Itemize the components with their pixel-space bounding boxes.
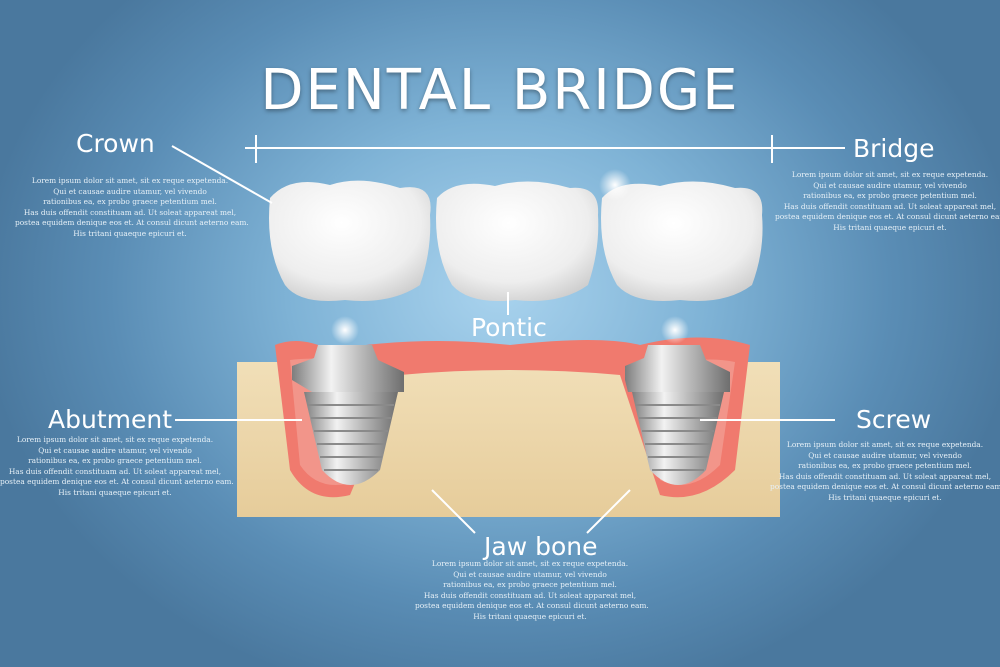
description-line: Qui et causae audire utamur, vel vivendo [53, 186, 207, 196]
crown-right [601, 181, 763, 301]
description-line: postea equidem denique eos et. At consul… [415, 601, 649, 611]
description-line: Has duis offendit constituam ad. Ut sole… [23, 207, 237, 217]
label-crown: Crown [76, 129, 155, 158]
description-line: rationibus ea, ex probo graece petentium… [798, 461, 972, 471]
label-bridge: Bridge [853, 134, 935, 163]
page-title: DENTAL BRIDGE [260, 58, 740, 123]
description-line: Has duis offendit constituam ad. Ut sole… [8, 466, 222, 476]
description-line: Lorem ipsum dolor sit amet, sit ex reque… [16, 435, 214, 444]
bridge-crowns [269, 180, 763, 301]
sparkle [661, 316, 689, 344]
description-line: Lorem ipsum dolor sit amet, sit ex reque… [431, 559, 629, 568]
crown-pontic [436, 181, 599, 301]
description-line: Qui et causae audire utamur, vel vivendo [813, 180, 967, 190]
description-line: Has duis offendit constituam ad. Ut sole… [783, 201, 997, 211]
description-line: His tritani quaeque epicuri et. [73, 228, 187, 238]
sparkle [599, 169, 631, 201]
description-line: Lorem ipsum dolor sit amet, sit ex reque… [786, 440, 984, 449]
description-line: rationibus ea, ex probo graece petentium… [43, 197, 217, 207]
implant-left [292, 345, 404, 485]
bridge-description: Lorem ipsum dolor sit amet, sit ex reque… [775, 170, 1000, 234]
crown-description: Lorem ipsum dolor sit amet, sit ex reque… [15, 176, 249, 240]
description-line: Lorem ipsum dolor sit amet, sit ex reque… [31, 176, 229, 185]
description-line: His tritani quaeque epicuri et. [833, 222, 947, 232]
jaw-bone-description: Lorem ipsum dolor sit amet, sit ex reque… [415, 559, 649, 623]
description-line: His tritani quaeque epicuri et. [473, 611, 587, 621]
screw-description: Lorem ipsum dolor sit amet, sit ex reque… [770, 440, 1000, 504]
crown-left [269, 180, 431, 301]
description-line: postea equidem denique eos et. At consul… [0, 477, 234, 487]
implant-right [625, 345, 730, 485]
description-line: postea equidem denique eos et. At consul… [770, 482, 1000, 492]
description-line: rationibus ea, ex probo graece petentium… [803, 191, 977, 201]
description-line: Lorem ipsum dolor sit amet, sit ex reque… [791, 170, 989, 179]
description-line: Has duis offendit constituam ad. Ut sole… [778, 471, 992, 481]
description-line: rationibus ea, ex probo graece petentium… [443, 580, 617, 590]
label-screw: Screw [856, 405, 932, 434]
description-line: postea equidem denique eos et. At consul… [775, 212, 1000, 222]
description-line: postea equidem denique eos et. At consul… [15, 218, 249, 228]
description-line: Qui et causae audire utamur, vel vivendo [38, 445, 192, 455]
pointer-lines [171, 135, 845, 534]
description-line: His tritani quaeque epicuri et. [828, 492, 942, 502]
description-line: Qui et causae audire utamur, vel vivendo [453, 569, 607, 579]
label-jaw-bone: Jaw bone [484, 532, 598, 561]
label-abutment: Abutment [48, 405, 172, 434]
description-line: rationibus ea, ex probo graece petentium… [28, 456, 202, 466]
description-line: His tritani quaeque epicuri et. [58, 487, 172, 497]
label-pontic: Pontic [471, 313, 547, 342]
sparkle [331, 316, 359, 344]
abutment-description: Lorem ipsum dolor sit amet, sit ex reque… [0, 435, 234, 499]
description-line: Has duis offendit constituam ad. Ut sole… [423, 590, 637, 600]
description-line: Qui et causae audire utamur, vel vivendo [808, 450, 962, 460]
